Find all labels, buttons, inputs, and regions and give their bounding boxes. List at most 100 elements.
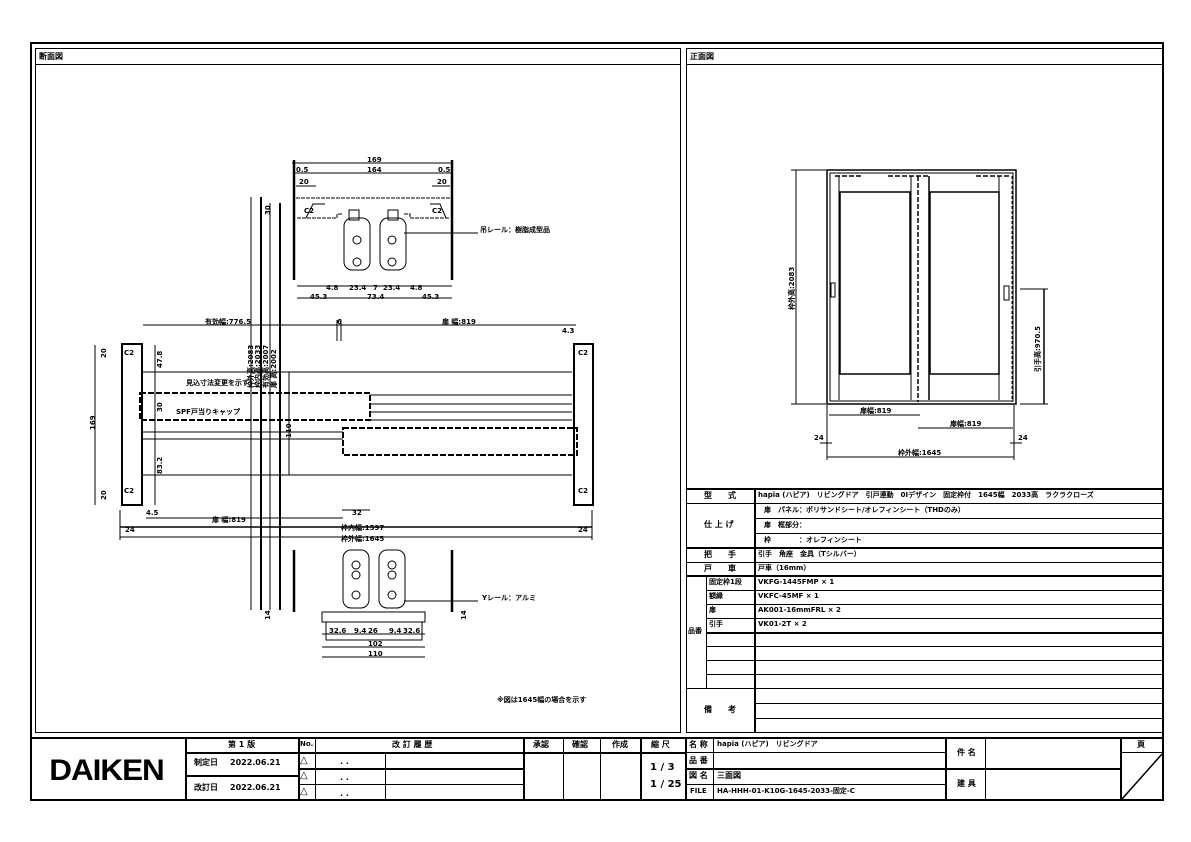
- divider: [685, 752, 945, 753]
- dim-4-3: 4.3: [562, 327, 575, 335]
- top-rail-leader-label: 吊レール：樹脂成型品: [480, 225, 550, 234]
- dim-4-8: 4.8: [326, 284, 339, 292]
- divider: [686, 488, 1163, 490]
- dim-24-left: 24: [125, 526, 135, 534]
- revision-date: . .: [340, 757, 349, 766]
- parts-label: 品番: [688, 627, 702, 635]
- part-name: 引手: [709, 620, 723, 628]
- door-pull-handle-right: [1003, 285, 1010, 301]
- dim-20-right: 20: [437, 178, 447, 186]
- panel-title-divider: [686, 64, 1163, 65]
- leader-spf-cap: SPF戸当りキャップ: [176, 407, 241, 416]
- part-code: AK001-16mmFRL × 2: [758, 606, 841, 614]
- fitting-label: 建 具: [957, 779, 976, 788]
- revised-date: 2022.06.21: [230, 783, 281, 792]
- elev-outer-height: 枠外高:2083: [787, 267, 796, 310]
- divider: [706, 618, 1163, 619]
- divider: [385, 752, 386, 800]
- drawing-name-value: 三面図: [717, 771, 741, 780]
- divider: [754, 533, 1163, 534]
- chamfer-c2: C2: [578, 349, 588, 357]
- part-code: VK01-2T × 2: [758, 620, 807, 628]
- divider: [754, 703, 1163, 704]
- approved-label: 承認: [533, 740, 549, 749]
- dim-door-width: 扉 幅:819: [441, 317, 476, 326]
- dim-inner-height: 枠内高:2033: [253, 345, 262, 388]
- divider: [563, 737, 564, 801]
- dim-32-6: 32.6: [403, 627, 420, 635]
- part-code: VKFG-1445FMP × 1: [758, 578, 835, 586]
- dim-9-4: 9.4: [389, 627, 402, 635]
- type-value: hapia (ハピア) リビングドア 引戸連動 0Iデザイン 固定枠付 1645…: [758, 491, 1094, 499]
- dim-0-5-right: 0.5: [438, 166, 451, 174]
- checked-label: 確認: [572, 740, 588, 749]
- elev-margin-right: 24: [1018, 434, 1028, 442]
- divider: [706, 590, 1163, 591]
- dim-0-5-left: 0.5: [296, 166, 309, 174]
- dim-47-8: 47.8: [156, 351, 164, 368]
- dim-45-3: 45.3: [422, 293, 439, 301]
- revision-date: . .: [340, 773, 349, 782]
- name-label: 名 称: [689, 740, 708, 749]
- dim-30: 30: [264, 205, 272, 215]
- dim-effective-height: 有効高:2007: [261, 345, 270, 388]
- divider: [754, 488, 756, 732]
- dim-inner-width: 枠内幅:1597: [341, 523, 384, 532]
- roller-value: 戸車（16mm）: [758, 564, 811, 572]
- door-elevation: [826, 169, 1017, 405]
- elev-handle-height: 引手高:970.5: [1033, 326, 1042, 372]
- dim-door-height: 扉 高:2002: [269, 349, 278, 389]
- revision-date: . .: [340, 789, 349, 798]
- dim-169-vertical: 169: [89, 415, 97, 430]
- divider: [706, 674, 1163, 675]
- subject-label: 件 名: [957, 748, 976, 757]
- chamfer-c2: C2: [432, 207, 442, 215]
- remarks-label: 備 考: [704, 705, 736, 714]
- dim-4-8: 4.8: [410, 284, 423, 292]
- dim-20-left: 20: [299, 178, 309, 186]
- dim-26: 26: [368, 627, 378, 635]
- divider: [185, 737, 187, 801]
- part-code: VKFC-45MF × 1: [758, 592, 819, 600]
- divider: [686, 688, 1163, 689]
- handle-value: 引手 角座 金具（Tシルバー）: [758, 550, 861, 558]
- elevation-dimensions: [791, 169, 1048, 460]
- revised-label: 改訂日: [194, 783, 218, 792]
- daiken-logo: DAIKEN: [49, 754, 165, 787]
- chamfer-c2: C2: [124, 349, 134, 357]
- dim-outer-width: 枠外幅:1645: [341, 534, 384, 543]
- divider: [185, 775, 298, 777]
- divider: [706, 646, 1163, 647]
- dim-outer-height: 枠外高:2083: [246, 345, 255, 388]
- horizontal-section: [94, 320, 594, 540]
- section-view-panel: [35, 48, 681, 733]
- dim-102: 102: [368, 640, 383, 648]
- dim-23-4: 23.4: [383, 284, 400, 292]
- divider: [1120, 737, 1122, 801]
- panel-title-divider: [35, 64, 681, 65]
- page-label: 頁: [1137, 740, 1145, 749]
- divider: [1120, 752, 1163, 753]
- dim-110: 110: [368, 650, 383, 658]
- divider: [686, 562, 1163, 563]
- drawing-note: ※図は1645幅の場合を示す: [497, 695, 586, 704]
- section-view-title: 断面図: [39, 52, 63, 61]
- divider: [185, 752, 685, 754]
- elevation-view-title: 正面図: [690, 52, 714, 61]
- part-no-label: 品 番: [689, 756, 708, 765]
- chamfer-c2: C2: [124, 487, 134, 495]
- dim-14-left: 14: [264, 610, 272, 620]
- top-rail-detail: [292, 160, 478, 299]
- part-name: 額縁: [709, 592, 723, 600]
- dim-7: 7: [373, 284, 378, 292]
- part-name: 固定枠1段: [709, 578, 742, 586]
- divider: [298, 768, 523, 770]
- revision-triangle-icon: △: [300, 770, 308, 781]
- elev-door-width-right: 扉幅:819: [949, 419, 982, 428]
- revision-history-label: 改 訂 履 歴: [392, 740, 433, 749]
- drawn-label: 作成: [612, 740, 628, 749]
- dim-14-right: 14: [460, 610, 468, 620]
- revision-triangle-icon: △: [300, 786, 308, 797]
- divider: [685, 784, 945, 785]
